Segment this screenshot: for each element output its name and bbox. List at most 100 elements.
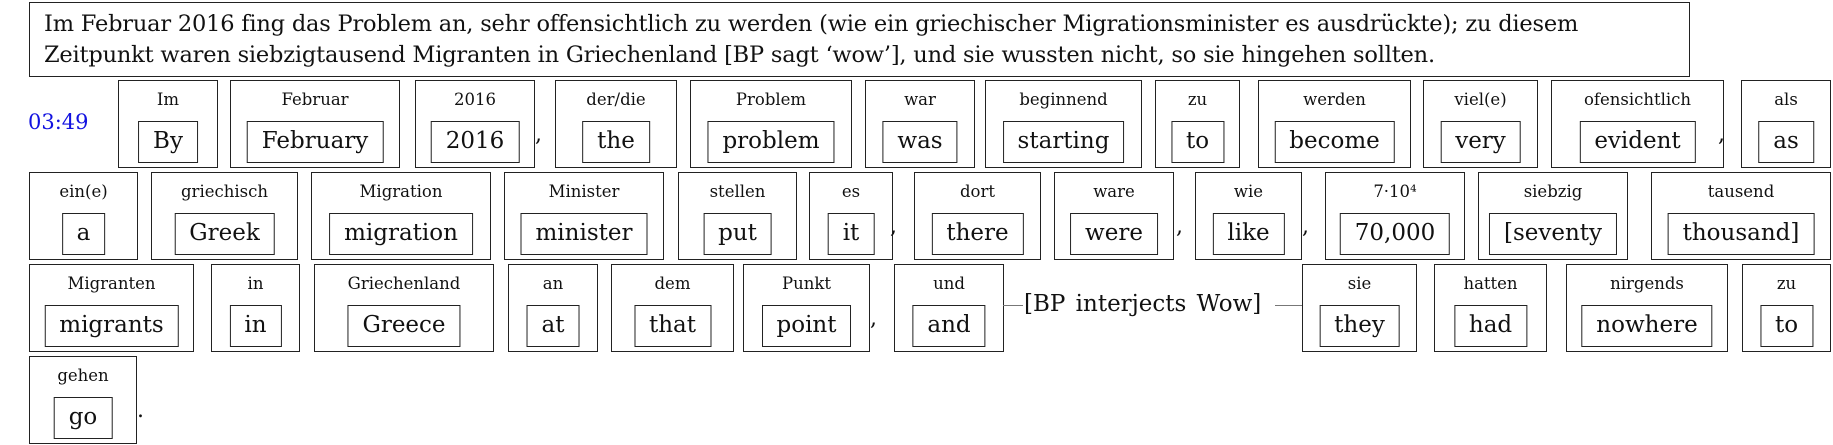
- english-word: February: [246, 121, 384, 163]
- token-box: viel(e) very: [1423, 80, 1538, 168]
- english-word: [seventy: [1488, 213, 1618, 255]
- english-word: go: [53, 397, 113, 439]
- english-word: they: [1319, 305, 1400, 347]
- punctuation-mark: ,: [535, 122, 542, 147]
- german-gloss: Problem: [735, 90, 807, 109]
- english-word: evident: [1579, 121, 1696, 163]
- german-gloss: an: [542, 274, 564, 293]
- german-gloss: sie: [1347, 274, 1372, 293]
- german-gloss: Migranten: [67, 274, 156, 293]
- english-word: had: [1453, 305, 1528, 347]
- english-word: was: [882, 121, 958, 163]
- english-word: were: [1070, 213, 1158, 255]
- english-word: minister: [520, 213, 648, 255]
- token-box: sie they: [1302, 264, 1417, 352]
- german-gloss: siebzig: [1523, 182, 1583, 201]
- token-box: Migration migration: [311, 172, 491, 260]
- english-word: By: [138, 121, 198, 163]
- german-gloss: viel(e): [1454, 90, 1507, 109]
- german-gloss: zu: [1187, 90, 1208, 109]
- english-word: very: [1440, 121, 1521, 163]
- punctuation-mark: ,: [1718, 122, 1725, 147]
- interjection-rule-right: [1275, 305, 1302, 306]
- german-gloss: werden: [1303, 90, 1366, 109]
- english-word: problem: [707, 121, 835, 163]
- english-word: to: [1170, 121, 1225, 163]
- english-word: point: [761, 305, 852, 347]
- german-gloss: dem: [654, 274, 691, 293]
- token-box: es it: [809, 172, 893, 260]
- token-box: Problem problem: [690, 80, 852, 168]
- english-word: a: [61, 213, 106, 255]
- token-box: und and: [894, 264, 1004, 352]
- german-gloss: stellen: [709, 182, 766, 201]
- token-box: Minister minister: [504, 172, 664, 260]
- german-gloss: und: [933, 274, 965, 293]
- german-gloss: dort: [959, 182, 995, 201]
- punctuation-mark: ,: [870, 306, 877, 331]
- english-word: put: [703, 213, 772, 255]
- token-box: Punkt point: [743, 264, 870, 352]
- english-word: and: [912, 305, 986, 347]
- german-gloss: es: [841, 182, 861, 201]
- german-gloss: nirgends: [1610, 274, 1684, 293]
- german-gloss: der/die: [586, 90, 646, 109]
- interjection-text: [BP interjects Wow]: [1024, 291, 1262, 317]
- token-box: stellen put: [678, 172, 797, 260]
- token-box: ein(e)a: [29, 172, 138, 260]
- german-gloss: beginnend: [1019, 90, 1108, 109]
- english-word: to: [1759, 305, 1814, 347]
- german-gloss: wie: [1233, 182, 1264, 201]
- interjection-rule-left: [1003, 305, 1023, 306]
- english-word: Greek: [174, 213, 275, 255]
- english-word: 70,000: [1339, 213, 1451, 255]
- token-box: der/die the: [555, 80, 677, 168]
- punctuation-mark: ,: [1176, 214, 1183, 239]
- german-gloss: Migration: [359, 182, 443, 201]
- english-word: migrants: [44, 305, 179, 347]
- german-gloss: Punkt: [782, 274, 831, 293]
- german-gloss: tausend: [1707, 182, 1775, 201]
- german-gloss: griechisch: [181, 182, 268, 201]
- punctuation-mark: ,: [1302, 214, 1309, 239]
- token-box: an at: [508, 264, 598, 352]
- punctuation-mark: ,: [890, 214, 897, 239]
- english-word: 2016: [430, 121, 520, 163]
- english-word: that: [633, 305, 712, 347]
- english-word: in: [229, 305, 282, 347]
- german-gloss: gehen: [57, 366, 109, 385]
- english-word: like: [1212, 213, 1285, 255]
- english-word: migration: [329, 213, 473, 255]
- token-box: gehen go: [29, 356, 137, 444]
- token-box: wie like: [1195, 172, 1302, 260]
- token-box: zu to: [1742, 264, 1831, 352]
- token-box: als as: [1741, 80, 1831, 168]
- german-gloss: als: [1774, 90, 1798, 109]
- english-word: it: [827, 213, 875, 255]
- english-word: Greece: [347, 305, 461, 347]
- translation-box: Im Februar 2016 fing das Problem an, seh…: [29, 2, 1690, 77]
- german-gloss: Im: [156, 90, 180, 109]
- german-gloss: Februar: [281, 90, 349, 109]
- german-gloss: war: [904, 90, 936, 109]
- token-box: zu to: [1155, 80, 1240, 168]
- german-gloss: in: [247, 274, 264, 293]
- german-gloss: ware: [1093, 182, 1135, 201]
- english-word: at: [526, 305, 580, 347]
- english-word: the: [582, 121, 650, 163]
- token-box: in in: [211, 264, 300, 352]
- german-gloss: 7·10⁴: [1373, 182, 1417, 201]
- token-box: ware were: [1054, 172, 1174, 260]
- german-gloss: zu: [1776, 274, 1797, 293]
- german-gloss: Minister: [548, 182, 620, 201]
- token-box: war was: [865, 80, 975, 168]
- english-word: as: [1758, 121, 1814, 163]
